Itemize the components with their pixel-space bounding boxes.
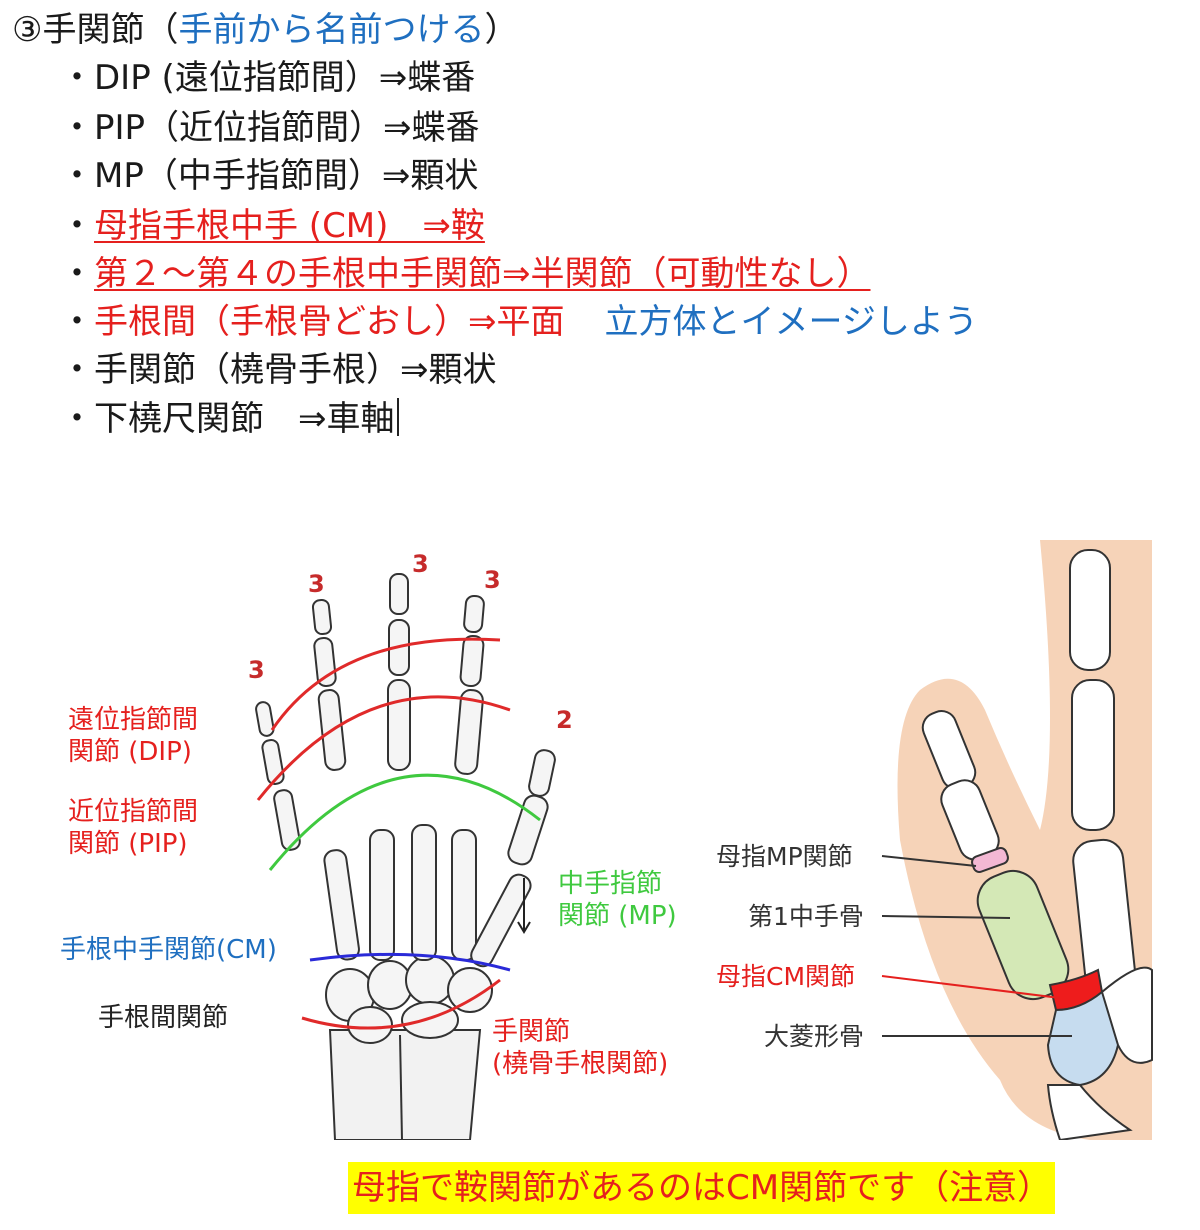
list-item-cm-2-4: ・第２〜第４の手根中手関節⇒半関節（可動性なし）	[60, 254, 871, 294]
thumb-mp-label: 母指MP関節	[716, 842, 853, 871]
hand-skeleton-illustration	[255, 573, 556, 1141]
cm-label: 手根中手関節(CM)	[60, 935, 277, 965]
cm-2-4-text: 第２〜第４の手根中手関節⇒半関節（可動性なし）	[94, 254, 871, 294]
cm-thumb-text: 母指手根中手 (CM) ⇒鞍	[94, 206, 485, 246]
section-title: ③手関節（手前から名前つける）	[12, 10, 518, 50]
bullet: ・	[60, 254, 94, 294]
finger-number: 3	[308, 570, 325, 598]
wrist-label-line1: 手関節	[492, 1017, 571, 1047]
highlighted-note: 母指で鞍関節があるのはCM関節です（注意）	[348, 1162, 1056, 1214]
bullet: ・	[60, 302, 94, 342]
thumb-illustration	[881, 540, 1153, 1142]
list-item-intercarpal: ・手根間（手根骨どおし）⇒平面立方体とイメージしよう	[60, 302, 978, 342]
hand-skeleton-figure: 3 3 3 3 2 遠位指節間 関節 (DIP) 近位指節間 関節 (PIP) …	[40, 540, 720, 1141]
list-item-druj: ・下橈尺関節 ⇒車軸	[60, 398, 399, 439]
pip-label-line2: 関節 (PIP)	[68, 829, 188, 859]
title-suffix: ）	[484, 10, 519, 50]
druj-text: ・下橈尺関節 ⇒車軸	[60, 399, 395, 439]
title-prefix: ③手関節（	[12, 10, 179, 50]
text-cursor	[396, 398, 399, 436]
intercarpal-hint: 立方体とイメージしよう	[604, 302, 978, 342]
intercarpal-label: 手根間関節	[98, 1003, 229, 1033]
finger-number: 3	[248, 656, 265, 684]
bullet: ・	[60, 206, 94, 246]
list-item-pip: ・PIP（近位指節間）⇒蝶番	[60, 108, 480, 148]
pip-label-line1: 近位指節間	[68, 797, 199, 827]
trapezium-label: 大菱形骨	[764, 1022, 865, 1051]
thumb-figure: 母指MP関節 第1中手骨 母指CM関節 大菱形骨	[700, 540, 1160, 1142]
list-item-dip: ・DIP (遠位指節間）⇒蝶番	[60, 58, 476, 98]
wrist-label-line2: (橈骨手根関節)	[492, 1049, 669, 1079]
finger-number: 3	[412, 550, 429, 578]
mp-label-line1: 中手指節	[558, 869, 663, 899]
mp-label-line2: 関節 (MP)	[558, 901, 677, 931]
list-item-cm-thumb: ・母指手根中手 (CM) ⇒鞍	[60, 206, 485, 246]
first-metacarpal-label: 第1中手骨	[748, 902, 864, 931]
finger-number: 2	[556, 706, 573, 734]
dip-label-line2: 関節 (DIP)	[68, 737, 192, 767]
dip-label-line1: 遠位指節間	[68, 705, 199, 735]
list-item-mp: ・MP（中手指節間）⇒顆状	[60, 156, 479, 196]
list-item-wrist: ・手関節（橈骨手根）⇒顆状	[60, 350, 497, 390]
finger-number: 3	[484, 566, 501, 594]
intercarpal-text: 手根間（手根骨どおし）⇒平面	[94, 302, 565, 342]
title-highlight: 手前から名前つける	[178, 10, 485, 50]
thumb-cm-label: 母指CM関節	[716, 962, 856, 991]
